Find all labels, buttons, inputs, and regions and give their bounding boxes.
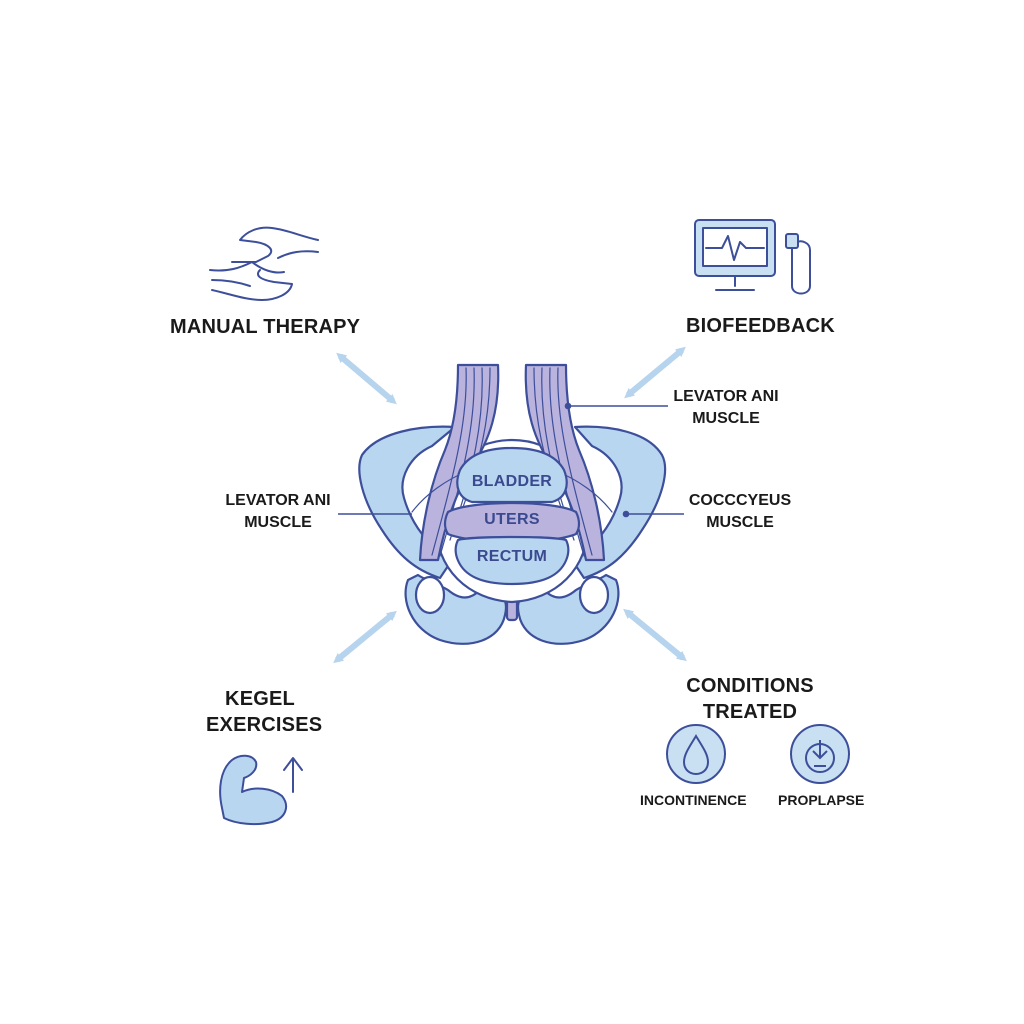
kegel-label: KEGEL EXERCISES: [206, 686, 323, 738]
bladder-label: BLADDER: [471, 473, 553, 490]
conditions-label-line2: TREATED: [702, 701, 798, 723]
right-iliac-bone: [570, 425, 667, 580]
bladder: [456, 446, 568, 504]
arrow-manual-therapy: [336, 352, 397, 405]
rectum: [454, 535, 570, 586]
manual-therapy-label: MANUAL THERAPY: [170, 316, 361, 338]
coccygeus-line2: MUSCLE: [706, 514, 774, 531]
left-levator-label: LEVATOR ANI MUSCLE: [220, 490, 336, 534]
uterus: [443, 501, 581, 543]
connector-arrows: [333, 346, 687, 664]
rectum-label: RECTUM: [476, 548, 548, 565]
conditions-label-line1: CONDITIONS: [686, 675, 814, 697]
coccygeus-line1: COCCCYEUS: [688, 492, 792, 509]
kegel-label-line2: EXERCISES: [206, 714, 323, 736]
callout-lines: [338, 402, 684, 518]
prolapse-label: PROPLAPSE: [778, 792, 865, 808]
right-levator-line2: MUSCLE: [692, 410, 760, 427]
pelvis-illustration: [358, 363, 667, 645]
right-levator-muscle: [524, 363, 606, 562]
kegel-label-line1: KEGEL: [225, 688, 295, 710]
left-obturator: [414, 575, 446, 615]
conditions-treated-label: CONDITIONS TREATED: [676, 673, 824, 725]
left-levator-line2: MUSCLE: [244, 514, 312, 531]
hands-icon: [209, 226, 319, 301]
arrow-conditions: [623, 608, 687, 662]
arrow-kegel: [333, 610, 397, 664]
coccygeus-label: COCCCYEUS MUSCLE: [684, 490, 796, 534]
droplet-icon: [666, 724, 726, 784]
right-levator-line1: LEVATOR ANI: [673, 388, 779, 405]
flexed-arm-icon: [219, 754, 303, 826]
arrow-biofeedback: [624, 346, 686, 399]
right-levator-label: LEVATOR ANI MUSCLE: [668, 386, 784, 430]
down-arrow-circle-icon: [790, 724, 850, 784]
monitor-icon: [694, 219, 811, 295]
right-obturator: [578, 575, 610, 615]
uterus-label: UTERS: [484, 511, 540, 528]
left-levator-line1: LEVATOR ANI: [225, 492, 331, 509]
left-levator-muscle: [418, 363, 500, 562]
incontinence-label: INCONTINENCE: [640, 792, 747, 808]
left-iliac-bone: [358, 425, 457, 580]
biofeedback-label: BIOFEEDBACK: [686, 315, 835, 337]
